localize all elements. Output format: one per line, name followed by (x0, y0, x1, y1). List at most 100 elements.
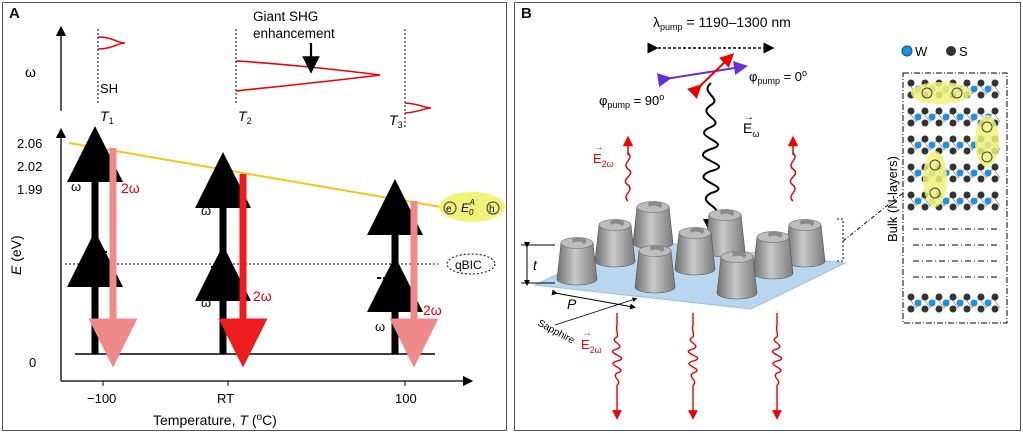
atom (984, 197, 992, 205)
period-arrow (551, 289, 636, 310)
sh-spectrum-3 (404, 102, 432, 114)
x-tick-label-3: 100 (395, 391, 417, 406)
atom (963, 147, 971, 155)
zoom-bracket (837, 218, 844, 262)
atom (949, 175, 957, 183)
sapphire-pointer (554, 297, 638, 326)
atom (963, 175, 971, 183)
metasurface-schematic: λpump = 1190–1300 nm φpump = 0o φpump = … (521, 14, 1008, 420)
atom (956, 113, 964, 121)
atom (935, 293, 943, 301)
atom (942, 141, 950, 149)
atom (949, 119, 957, 127)
x-axis-label: Temperature, T (oC) (153, 412, 277, 428)
crystal-exciton-highlights (911, 82, 999, 207)
phi0-label: φpump = 0o (749, 68, 807, 86)
atom (914, 197, 922, 205)
pump-wave (702, 82, 720, 216)
phi90-arrow (687, 53, 735, 99)
atom (991, 191, 999, 199)
atom (991, 203, 999, 211)
pillar (594, 218, 636, 268)
omega-axis-label: ω (25, 64, 36, 80)
sapphire-label: Sapphire (536, 318, 577, 347)
annotation-enhancement: enhancement (253, 26, 335, 41)
w-atom-icon (901, 45, 913, 57)
atom (921, 119, 929, 127)
qbic-ellipse (446, 253, 496, 275)
atom (977, 203, 985, 211)
atom (956, 299, 964, 307)
atom (914, 113, 922, 121)
atom (977, 175, 985, 183)
atom (991, 163, 999, 171)
atom (935, 119, 943, 127)
y-tick-2-02: 2.02 (17, 159, 42, 174)
atom (970, 113, 978, 121)
t3-label: T3 (389, 112, 403, 130)
exciton-line (68, 142, 442, 208)
atom (907, 175, 915, 183)
atom (921, 293, 929, 301)
e-2omega-vector-bottom: → (582, 328, 592, 339)
s-atom-icon (946, 46, 956, 56)
atom (963, 305, 971, 313)
e-2omega-label-top: E2ω (593, 151, 614, 169)
atom (949, 107, 957, 115)
two-omega-label-3: 2ω (423, 302, 442, 318)
atom (935, 305, 943, 313)
atom (991, 293, 999, 301)
w-label: W (915, 44, 928, 59)
atom (907, 79, 915, 87)
hole-label: h (489, 204, 495, 215)
p-label: P (567, 296, 577, 312)
atom (956, 197, 964, 205)
bulk-box (902, 72, 1008, 324)
atom (949, 147, 957, 155)
pillar (674, 226, 716, 276)
y-tick-2-06: 2.06 (17, 136, 42, 151)
atom (963, 163, 971, 171)
atom (907, 191, 915, 199)
t2-label: T2 (238, 108, 252, 126)
shg-wave-up-left (624, 152, 632, 202)
x-tick-label-1: −100 (87, 391, 116, 406)
panel-b-label: B (521, 5, 532, 22)
atom (949, 203, 957, 211)
e-2omega-vector-top: → (594, 142, 604, 153)
atom (977, 191, 985, 199)
atom (963, 135, 971, 143)
atom (914, 141, 922, 149)
atom (921, 107, 929, 115)
atom (935, 107, 943, 115)
atom (963, 293, 971, 301)
y-tick-1-99: 1.99 (17, 182, 42, 197)
pillar (632, 200, 674, 250)
atom (921, 147, 929, 155)
omega-label-1a: ω (71, 275, 81, 290)
atom (921, 135, 929, 143)
atom (907, 203, 915, 211)
atom (935, 135, 943, 143)
atom (949, 293, 957, 301)
atom (942, 197, 950, 205)
atom (921, 305, 929, 313)
omega-label-2a: ω (201, 295, 211, 310)
omega-label-1b: ω (71, 179, 81, 194)
shg-wave-down-1 (611, 313, 623, 420)
atom (991, 305, 999, 313)
atom (984, 85, 992, 93)
atom (991, 91, 999, 99)
energy-diagram: ω SH T1 T2 T3 Giant SHG enhancement E (e… (8, 9, 505, 428)
annotation-giant-shg: Giant SHG (253, 9, 318, 24)
atom (963, 119, 971, 127)
atom (963, 79, 971, 87)
atom (949, 135, 957, 143)
electron-icon (443, 201, 457, 215)
atom (970, 299, 978, 307)
atom (928, 299, 936, 307)
sh-spectrum-2 (235, 60, 381, 92)
atom (977, 107, 985, 115)
omega-label-2b: ω (201, 203, 211, 218)
atom (907, 305, 915, 313)
